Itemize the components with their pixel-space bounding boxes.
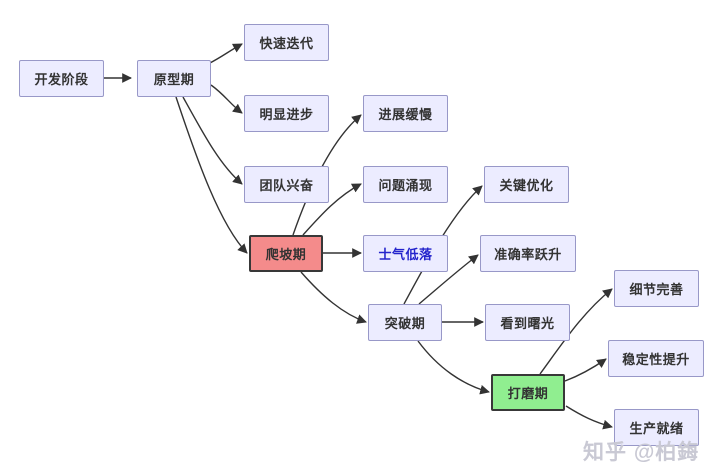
edge-climb-problems — [302, 183, 362, 236]
node-label-morale: 士气低落 — [378, 247, 433, 262]
node-rapid: 快速迭代 — [244, 24, 329, 61]
node-label-excite: 团队兴奋 — [259, 178, 314, 193]
node-breakthrough: 突破期 — [368, 304, 442, 341]
node-climb: 爬坡期 — [249, 235, 323, 272]
edge-proto-rapid — [207, 43, 243, 65]
edge-breakthrough-polish — [417, 340, 490, 395]
node-excite: 团队兴奋 — [244, 166, 329, 203]
node-proto: 原型期 — [137, 60, 211, 97]
edge-polish-detail — [539, 288, 613, 375]
edge-polish-stability — [564, 358, 607, 382]
node-label-dev: 开发阶段 — [34, 72, 89, 87]
node-label-problems: 问题涌现 — [378, 178, 433, 193]
node-problems: 问题涌现 — [363, 166, 448, 203]
node-detail: 细节完善 — [614, 270, 699, 307]
node-light: 看到曙光 — [485, 304, 570, 341]
node-ready: 生产就绪 — [614, 409, 699, 446]
edge-proto-progress — [210, 84, 243, 114]
node-label-slow: 进展缓慢 — [378, 107, 433, 122]
node-label-accuracy: 准确率跃升 — [494, 247, 562, 262]
node-label-rapid: 快速迭代 — [259, 36, 314, 51]
node-label-light: 看到曙光 — [500, 316, 555, 331]
edge-proto-climb — [175, 96, 248, 254]
node-morale: 士气低落 — [363, 235, 448, 272]
node-polish: 打磨期 — [491, 374, 565, 411]
node-label-progress: 明显进步 — [259, 107, 314, 122]
node-label-climb: 爬坡期 — [265, 247, 307, 262]
edge-proto-excite — [182, 96, 243, 185]
node-label-proto: 原型期 — [153, 72, 195, 87]
node-stability: 稳定性提升 — [608, 340, 704, 377]
watermark: 知乎 @柏鋂 — [583, 441, 700, 464]
node-label-ready: 生产就绪 — [629, 421, 684, 436]
node-label-breakthrough: 突破期 — [384, 316, 426, 331]
edge-climb-breakthrough — [300, 271, 367, 324]
edge-breakthrough-accuracy — [418, 254, 479, 305]
node-label-stability: 稳定性提升 — [622, 352, 690, 367]
node-slow: 进展缓慢 — [363, 95, 448, 132]
node-label-detail: 细节完善 — [629, 282, 684, 297]
node-label-polish: 打磨期 — [507, 386, 549, 401]
node-keyopt: 关键优化 — [484, 166, 569, 203]
node-progress: 明显进步 — [244, 95, 329, 132]
node-label-keyopt: 关键优化 — [499, 178, 554, 193]
node-accuracy: 准确率跃升 — [480, 235, 576, 272]
node-dev: 开发阶段 — [19, 60, 104, 97]
edge-polish-ready — [565, 405, 613, 430]
